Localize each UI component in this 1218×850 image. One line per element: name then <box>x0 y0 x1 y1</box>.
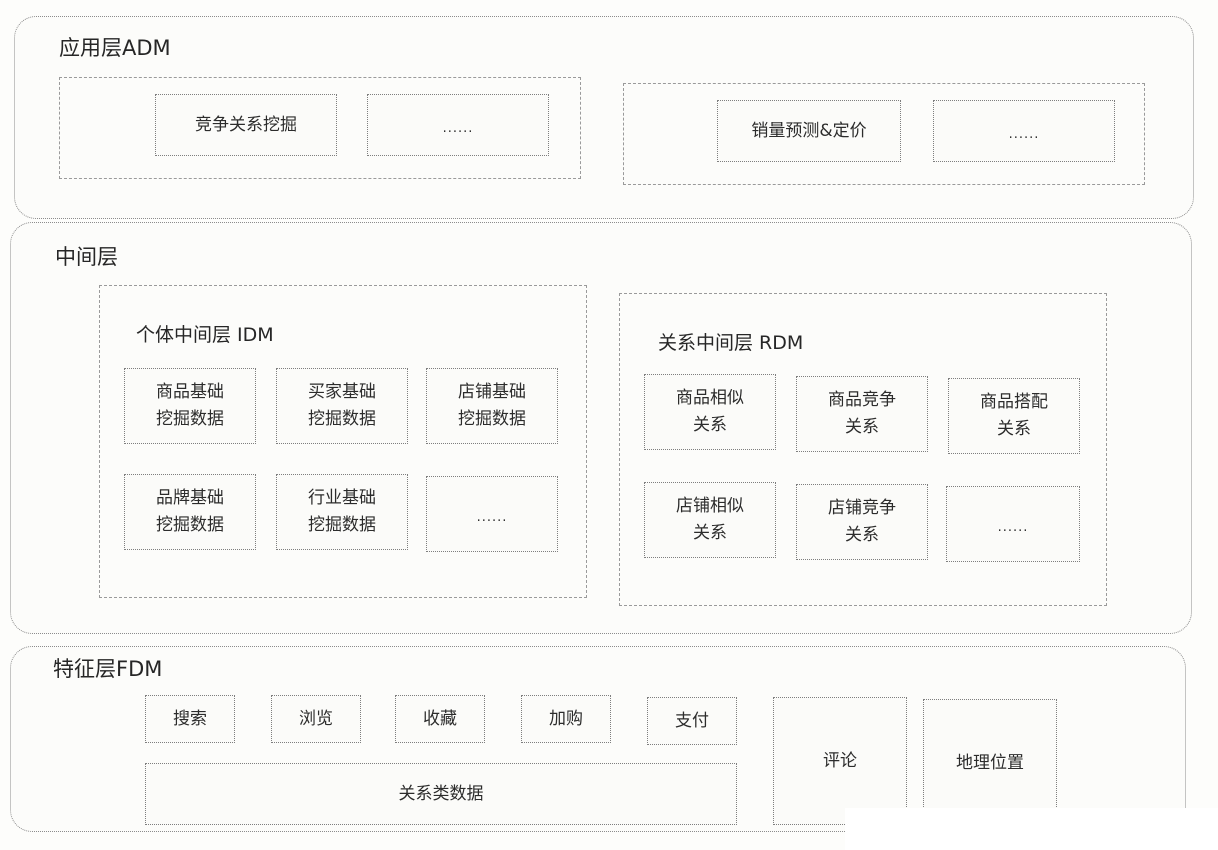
fdm-payment-box: 支付 <box>647 697 737 745</box>
rdm-product-competition-box: 商品竞争关系 <box>796 376 928 452</box>
idm-ellipsis-box: ...... <box>426 476 558 552</box>
rdm-store-competition-box: 店铺竞争关系 <box>796 484 928 560</box>
rdm-title: 关系中间层 RDM <box>658 332 804 354</box>
middle-layer: 中间层 个体中间层 IDM 商品基础挖掘数据 买家基础挖掘数据 店铺基础挖掘数据… <box>10 222 1192 634</box>
fdm-search-box: 搜索 <box>145 695 235 743</box>
adm-group1-ellipsis-box: ...... <box>367 94 549 156</box>
rdm-ellipsis-box: ...... <box>946 486 1080 562</box>
idm-group: 个体中间层 IDM 商品基础挖掘数据 买家基础挖掘数据 店铺基础挖掘数据 品牌基… <box>99 285 587 598</box>
feature-layer-title: 特征层FDM <box>53 657 163 681</box>
feature-layer-fdm: 特征层FDM 搜索 浏览 收藏 加购 支付 关系类数据 评论 地理位置 <box>10 646 1186 832</box>
application-layer-adm: 应用层ADM 竞争关系挖掘 ...... 销量预测&定价 ...... <box>14 16 1194 219</box>
idm-brand-basic-box: 品牌基础挖掘数据 <box>124 474 256 550</box>
rdm-product-matching-box: 商品搭配关系 <box>948 378 1080 454</box>
fdm-favorite-box: 收藏 <box>395 695 485 743</box>
adm-group2-ellipsis-box: ...... <box>933 100 1115 162</box>
competition-mining-box: 竞争关系挖掘 <box>155 94 337 156</box>
rdm-product-similar-box: 商品相似关系 <box>644 374 776 450</box>
idm-industry-basic-box: 行业基础挖掘数据 <box>276 474 408 550</box>
fdm-comment-box: 评论 <box>773 697 907 825</box>
adm-group-competition: 竞争关系挖掘 ...... <box>59 77 581 179</box>
idm-buyer-basic-box: 买家基础挖掘数据 <box>276 368 408 444</box>
fdm-location-box: 地理位置 <box>923 699 1057 827</box>
idm-product-basic-box: 商品基础挖掘数据 <box>124 368 256 444</box>
idm-title: 个体中间层 IDM <box>136 324 274 346</box>
fdm-add-to-cart-box: 加购 <box>521 695 611 743</box>
fdm-browse-box: 浏览 <box>271 695 361 743</box>
sales-forecast-pricing-box: 销量预测&定价 <box>717 100 901 162</box>
rdm-store-similar-box: 店铺相似关系 <box>644 482 776 558</box>
rdm-group: 关系中间层 RDM 商品相似关系 商品竞争关系 商品搭配关系 店铺相似关系 店铺… <box>619 293 1107 606</box>
application-layer-title: 应用层ADM <box>59 36 171 60</box>
crop-patch <box>845 808 1218 850</box>
idm-store-basic-box: 店铺基础挖掘数据 <box>426 368 558 444</box>
adm-group-sales: 销量预测&定价 ...... <box>623 83 1145 185</box>
fdm-relation-data-box: 关系类数据 <box>145 763 737 825</box>
middle-layer-title: 中间层 <box>55 245 118 269</box>
